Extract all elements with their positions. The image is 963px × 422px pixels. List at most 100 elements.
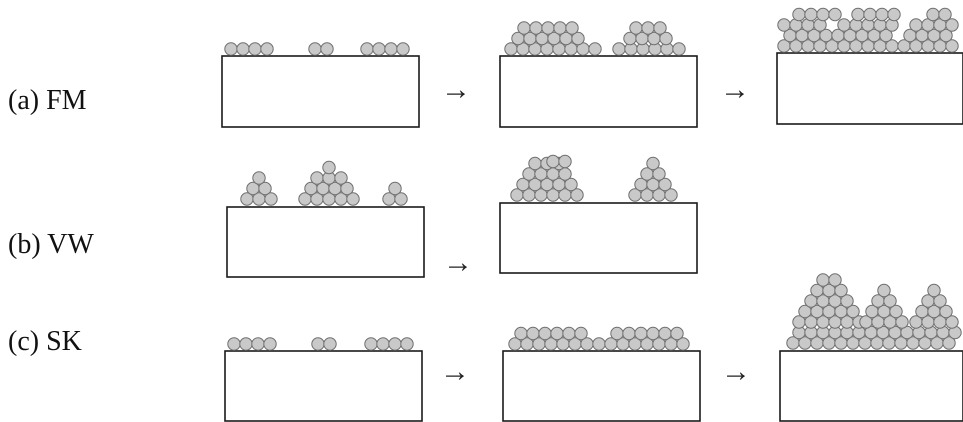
atom <box>672 42 686 56</box>
atom <box>388 181 402 196</box>
atoms-sk-2 <box>508 326 690 351</box>
atom <box>834 283 848 298</box>
atom <box>664 188 678 202</box>
atom <box>546 154 560 169</box>
atom <box>550 326 564 341</box>
atom <box>320 42 334 56</box>
atom <box>394 192 408 206</box>
atom <box>804 7 818 22</box>
atom <box>526 326 540 341</box>
atom <box>945 39 959 53</box>
atom <box>828 7 842 22</box>
atom <box>909 18 923 32</box>
atom <box>263 337 277 351</box>
atom <box>334 171 348 185</box>
atom <box>264 192 278 206</box>
atom <box>364 337 378 351</box>
atom <box>227 337 241 351</box>
atom <box>676 337 690 351</box>
atom <box>517 21 531 35</box>
atoms-vw-1 <box>240 160 408 206</box>
atom <box>384 42 398 56</box>
atom <box>879 28 893 43</box>
atom <box>376 337 390 351</box>
atom <box>816 273 830 287</box>
substrate-vw-1 <box>226 206 425 278</box>
substrate-fm-3 <box>776 52 963 125</box>
atom <box>224 42 238 56</box>
atom <box>837 18 851 32</box>
atom <box>541 21 555 35</box>
atom <box>816 7 830 22</box>
atom <box>658 177 672 192</box>
atoms-fm-3 <box>777 7 959 53</box>
atom <box>310 171 324 185</box>
atom <box>340 181 354 196</box>
atom <box>622 326 636 341</box>
atom <box>323 337 337 351</box>
atom <box>514 326 528 341</box>
atom <box>646 326 660 341</box>
atom <box>641 21 655 35</box>
atom <box>895 315 909 329</box>
atom <box>538 326 552 341</box>
row-label-sk: (c) SK <box>8 326 82 357</box>
atom <box>239 337 253 351</box>
substrate-fm-1 <box>221 55 420 128</box>
atom <box>372 42 386 56</box>
atom <box>927 283 941 298</box>
atom <box>564 177 578 192</box>
atom <box>945 18 959 32</box>
atom <box>652 167 666 181</box>
atom <box>792 7 806 22</box>
atom <box>562 326 576 341</box>
substrate-vw-2 <box>499 202 698 274</box>
row-label-fm: (a) FM <box>8 85 87 116</box>
atom <box>846 304 860 319</box>
atom <box>553 21 567 35</box>
atom <box>610 326 624 341</box>
arrow-fm-1: → <box>441 73 471 106</box>
atom <box>670 326 684 341</box>
atom <box>346 192 360 206</box>
atom <box>653 21 667 35</box>
atoms-vw-2 <box>510 154 678 202</box>
atom <box>248 42 262 56</box>
atom <box>528 156 542 171</box>
atom <box>570 188 584 202</box>
atom <box>592 337 606 351</box>
atom <box>883 294 897 308</box>
arrow-fm-2: → <box>720 73 750 106</box>
substrate-fm-2 <box>499 55 698 128</box>
atoms-fm-2 <box>504 21 686 56</box>
atom <box>504 42 518 56</box>
atoms-fm-1 <box>224 42 410 56</box>
atom <box>887 7 901 22</box>
atom <box>400 337 414 351</box>
row-label-vw: (b) VW <box>8 229 94 260</box>
atom <box>236 42 250 56</box>
atom <box>939 28 953 43</box>
atom <box>251 337 265 351</box>
atom <box>828 273 842 287</box>
atom <box>938 7 952 22</box>
atom <box>863 7 877 22</box>
atom <box>258 181 272 196</box>
atom <box>311 337 325 351</box>
atom <box>629 21 643 35</box>
arrow-vw-1: → <box>443 246 473 279</box>
atom <box>574 326 588 341</box>
atom <box>659 31 673 46</box>
atom <box>840 294 854 308</box>
atoms-sk-1 <box>227 337 414 351</box>
substrate-sk-3 <box>779 350 963 422</box>
atom <box>877 283 891 298</box>
atoms-sk-3 <box>786 273 962 350</box>
atom <box>529 21 543 35</box>
atom <box>658 326 672 341</box>
atom <box>571 31 585 46</box>
atom <box>252 171 266 185</box>
atom <box>875 7 889 22</box>
atom <box>388 337 402 351</box>
